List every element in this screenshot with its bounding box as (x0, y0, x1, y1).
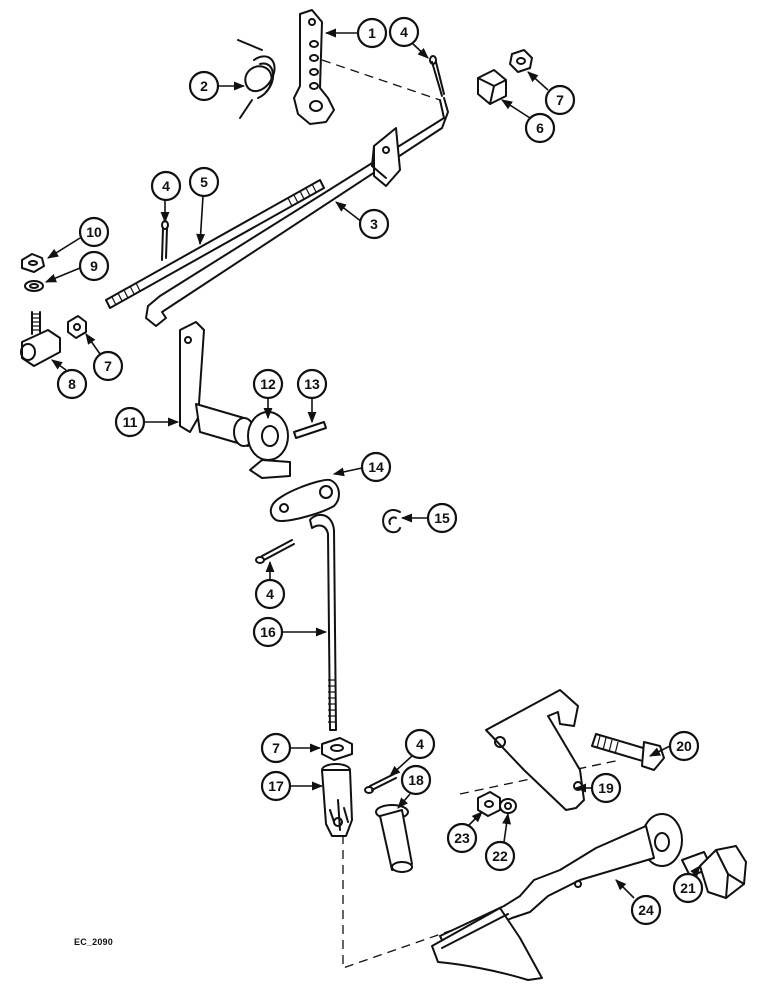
part-18-clevis-pin (375, 804, 413, 873)
callout-13: 13 (296, 368, 328, 424)
callout-4-upper-left: 4 (150, 170, 182, 224)
part-4-cotter-pin-upper-left (161, 220, 169, 261)
part-20-bolt (591, 733, 665, 771)
callout-20: 20 (648, 730, 700, 762)
part-15-retaining-clip (382, 508, 401, 534)
svg-text:3: 3 (370, 216, 378, 232)
part-8-swivel-block (20, 311, 61, 367)
part-7-nut-lower (321, 737, 353, 761)
callout-22: 22 (484, 812, 516, 872)
callout-8: 8 (51, 359, 88, 400)
callout-17: 17 (260, 770, 324, 802)
part-4-cotter-pin-top (429, 55, 445, 97)
svg-text:4: 4 (162, 178, 170, 194)
part-4-cotter-pin-lower (364, 773, 397, 794)
svg-text:4: 4 (416, 736, 424, 752)
part-6-coupling-nut (477, 69, 507, 105)
part-13-roll-pin (293, 421, 327, 439)
svg-text:20: 20 (676, 738, 692, 754)
part-24-pedal-lever (431, 813, 683, 981)
svg-text:17: 17 (268, 778, 284, 794)
svg-text:7: 7 (272, 740, 280, 756)
part-10-nut (21, 253, 45, 273)
callout-24: 24 (615, 879, 662, 926)
svg-text:21: 21 (680, 880, 696, 896)
figure-code: EC_2090 (74, 937, 113, 947)
part-21-pivot-bolt (681, 845, 747, 899)
svg-text:11: 11 (123, 414, 138, 430)
svg-text:7: 7 (104, 358, 112, 374)
callout-11: 11 (114, 406, 180, 438)
svg-text:22: 22 (492, 848, 508, 864)
callout-7-top: 7 (527, 71, 576, 116)
callout-7-left: 7 (85, 333, 124, 382)
callout-7-lower: 7 (260, 732, 322, 764)
part-12-cam-block (247, 411, 291, 479)
svg-text:5: 5 (200, 174, 208, 190)
svg-text:12: 12 (260, 376, 276, 392)
callout-21: 21 (672, 865, 704, 904)
callout-3: 3 (335, 201, 390, 240)
part-9-lock-washer (24, 280, 44, 292)
svg-text:19: 19 (598, 780, 614, 796)
part-4-cotter-pin-mid (255, 539, 295, 564)
callouts: 1 2 3 4 5 6 7 (44, 16, 704, 926)
callout-10: 10 (47, 216, 110, 259)
svg-text:4: 4 (266, 586, 274, 602)
callout-4-mid: 4 (254, 560, 286, 610)
callout-4-lower: 4 (389, 728, 436, 777)
svg-text:7: 7 (556, 92, 564, 108)
part-3-bent-rod (145, 97, 449, 327)
svg-text:2: 2 (200, 78, 208, 94)
part-5-threaded-rod (105, 179, 325, 309)
part-17-clevis (321, 763, 353, 837)
callout-12: 12 (252, 368, 284, 420)
svg-text:10: 10 (86, 224, 102, 240)
callout-18: 18 (397, 764, 432, 809)
callout-16: 16 (252, 616, 328, 648)
callout-2: 2 (188, 70, 246, 102)
svg-text:8: 8 (68, 376, 76, 392)
part-22-washer (499, 798, 517, 814)
svg-text:14: 14 (368, 459, 384, 475)
svg-text:18: 18 (408, 772, 424, 788)
part-7-nut-top (509, 49, 533, 73)
svg-text:23: 23 (454, 830, 470, 846)
svg-text:24: 24 (638, 902, 654, 918)
svg-text:15: 15 (434, 510, 450, 526)
part-11-bellcrank (179, 321, 255, 447)
svg-text:9: 9 (90, 258, 98, 274)
part-1-lever-plate (293, 9, 335, 125)
callout-23: 23 (446, 811, 483, 854)
part-19-mounting-bracket (485, 689, 585, 811)
svg-text:13: 13 (304, 376, 320, 392)
svg-text:16: 16 (260, 624, 276, 640)
svg-text:4: 4 (400, 24, 408, 40)
svg-text:6: 6 (536, 120, 544, 136)
svg-text:1: 1 (368, 25, 376, 41)
part-7-nut-left (67, 315, 87, 339)
callout-15: 15 (400, 502, 458, 534)
part-14-link-plate (269, 478, 340, 522)
callout-4-top: 4 (388, 16, 429, 59)
part-16-pull-rod (309, 513, 337, 731)
part-23-nut (477, 791, 501, 817)
callout-5: 5 (188, 166, 220, 246)
callout-9: 9 (44, 250, 110, 283)
part-2-torsion-spring (237, 39, 276, 119)
callout-14: 14 (332, 451, 392, 483)
callout-6: 6 (501, 99, 556, 144)
callout-1: 1 (324, 17, 388, 49)
callout-19: 19 (574, 772, 622, 804)
